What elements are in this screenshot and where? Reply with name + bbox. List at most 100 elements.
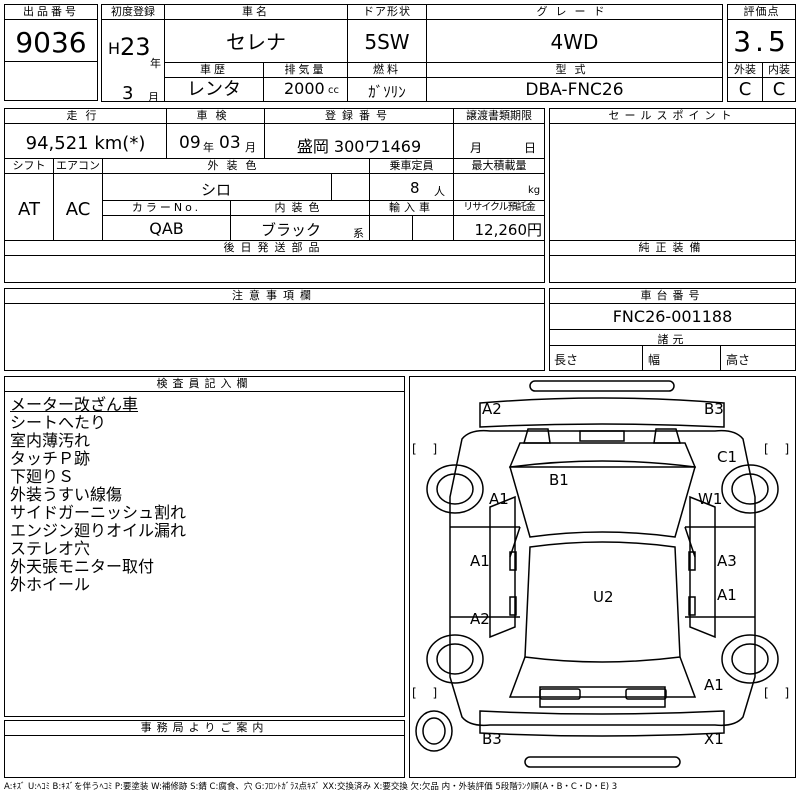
lot-number: 9036 (15, 26, 87, 59)
door-box: ドア形状 5SW (347, 4, 427, 63)
later-label: 後日発送部品 (5, 241, 544, 256)
disp-value: 2000 (284, 79, 325, 98)
note-item: 外ホイール (10, 575, 91, 594)
color-label: 外装色 (103, 159, 369, 174)
color-number-box: カラーNo. QAB (102, 200, 231, 241)
damage-mark: B3 (482, 730, 502, 748)
damage-mark: A1 (704, 676, 724, 694)
doc-day: 日 (524, 141, 537, 155)
damage-mark: A1 (470, 552, 490, 570)
displacement-box: 排気量 2000 cc (263, 62, 348, 102)
inspector-box: 検査員記入欄 メーター改ざん車 シートへたり 室内薄汚れ タッチＰ跡 下廻りＳ … (4, 376, 405, 717)
insp-month: 03 (219, 133, 241, 153)
interior-color-box: 内装色 ブラック 系 (230, 200, 370, 241)
mileage-box: 走行 94,521 km(*) (4, 108, 167, 159)
note-item: 室内薄汚れ (10, 431, 91, 450)
inspection-label: 車検 (167, 109, 264, 124)
ext-value: C (738, 79, 752, 100)
chassis-label: 車台番号 (550, 289, 795, 304)
office-box: 事務局よりご案内 (4, 720, 405, 778)
sales-label: セールスポイント (550, 109, 795, 124)
bracket-right-top: [ ] (764, 442, 796, 456)
history-label: 車歴 (165, 63, 263, 78)
score-label: 評価点 (728, 5, 795, 20)
legend-text: A:ｷｽﾞ U:ﾍｺﾐ B:ｷｽﾞを伴うﾍｺﾐ P:要塗装 W:補修跡 S:錆 … (4, 782, 618, 792)
shift-box: シフト AT (4, 158, 54, 241)
damage-mark: B3 (704, 400, 724, 418)
sales-point-box: セールスポイント (549, 108, 796, 241)
model-value: DBA-FNC26 (525, 80, 624, 100)
lot-blank (4, 61, 98, 101)
name-box: 車名 セレナ (164, 4, 348, 63)
exterior-color-box: 外装色 シロ (102, 158, 370, 201)
colorno-value: QAB (149, 219, 184, 238)
door-type: 5SW (364, 30, 410, 54)
disp-label: 排気量 (264, 63, 347, 78)
door-label: ドア形状 (348, 5, 426, 20)
damage-mark: A2 (482, 400, 502, 418)
note-item: 外装うすい線傷 (10, 485, 123, 504)
color-value: シロ (200, 181, 231, 199)
grade-label: グレード (427, 5, 722, 20)
model-box: 型式 DBA-FNC26 (426, 62, 723, 102)
first-reg-label: 初度登録 (102, 5, 164, 20)
dim-length: 長さ (554, 353, 579, 367)
history-value: レンタ (187, 79, 241, 100)
month-unit: 月 (148, 91, 159, 102)
registration-box: 登録番号 盛岡 300ワ1469 (264, 108, 454, 159)
recycle-label: リサイクル預託金 (454, 201, 544, 216)
car-outline (415, 380, 779, 768)
damage-mark: A3 (717, 552, 737, 570)
insp-year: 09 (179, 133, 201, 153)
import-box: 輸入車 (369, 200, 454, 241)
office-label: 事務局よりご案内 (5, 721, 404, 736)
load-box: 最大積載量 kg (453, 158, 545, 201)
grade-value: 4WD (550, 30, 599, 54)
shift-value: AT (18, 199, 40, 220)
car-diagram: [ ] [ ] [ ] [ ] A2 B3 C1 B1 A1 W1 A1 A3 … (409, 376, 796, 778)
capacity-box: 乗車定員 8 人 (369, 158, 454, 201)
colorno-label: カラーNo. (103, 201, 230, 216)
doc-month: 月 (470, 141, 483, 155)
capacity-value: 8 (410, 179, 420, 197)
mileage-label: 走行 (5, 109, 166, 124)
reg-value: 盛岡 300ワ1469 (296, 137, 422, 156)
inspection-box: 車検 09 年 03 月 (166, 108, 265, 159)
notice-box: 注意事項欄 (4, 288, 545, 371)
chassis-number: FNC26-001188 (612, 307, 733, 326)
capacity-unit: 人 (434, 185, 445, 198)
bracket-right-bottom: [ ] (764, 686, 796, 700)
ac-label: エアコン (54, 159, 102, 174)
ext-label: 外装 (728, 63, 762, 78)
fuel-label: 燃料 (348, 63, 426, 78)
document-deadline-box: 譲渡書類期限 月 日 (453, 108, 545, 159)
dim-width: 幅 (648, 353, 661, 367)
interior-value: ブラック (261, 221, 322, 239)
damage-mark: A1 (717, 586, 737, 604)
later-parts-box: 後日発送部品 (4, 240, 545, 283)
note-item: メーター改ざん車 (10, 395, 139, 414)
shift-label: シフト (5, 159, 53, 174)
damage-mark: W1 (698, 490, 723, 508)
import-label: 輸入車 (370, 201, 453, 216)
reg-label: 登録番号 (265, 109, 453, 124)
int-value: C (772, 79, 786, 100)
bracket-left-top: [ ] (412, 442, 444, 456)
damage-mark: A1 (489, 490, 509, 508)
note-item: サイドガーニッシュ割れ (10, 503, 187, 522)
model-label: 型式 (427, 63, 722, 78)
score-value: 3.5 (733, 25, 790, 58)
note-item: 下廻りＳ (10, 467, 75, 486)
note-item: ステレオ穴 (10, 539, 91, 558)
inspector-label: 検査員記入欄 (5, 377, 404, 392)
capacity-label: 乗車定員 (370, 159, 453, 174)
disp-unit: cc (328, 85, 339, 96)
first-registration-box: 初度登録 H 23 年 3 月 (101, 4, 165, 102)
chassis-box: 車台番号 FNC26-001188 諸元 長さ 幅 高さ (549, 288, 796, 371)
lot-label: 出品番号 (5, 5, 97, 20)
equipment-box: 純正装備 (549, 240, 796, 283)
history-box: 車歴 レンタ (164, 62, 264, 102)
note-item: 外天張モニター取付 (10, 557, 155, 576)
score-box: 評価点 3.5 (727, 4, 796, 63)
damage-mark: C1 (717, 448, 738, 466)
